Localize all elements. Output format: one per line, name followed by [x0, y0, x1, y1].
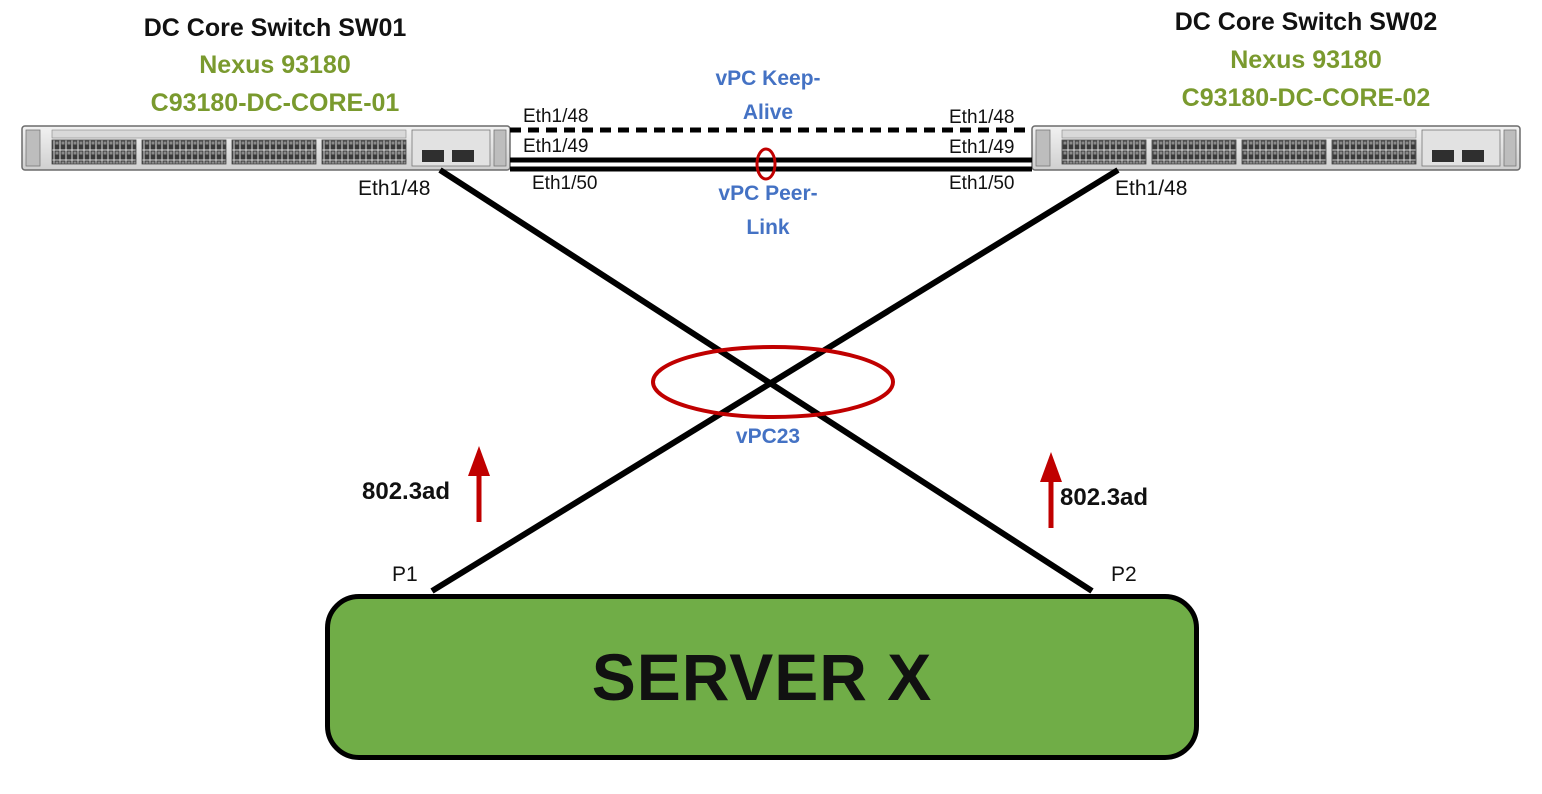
server-box: SERVER X	[325, 594, 1199, 760]
sw02-port-keepalive: Eth1/48	[949, 107, 1015, 128]
peerlink-label-line1: vPC Peer-	[718, 182, 818, 205]
sw01-port-peer-1: Eth1/49	[523, 136, 589, 157]
arrow-up-icon	[1040, 452, 1062, 528]
lacp-label-left: 802.3ad	[362, 478, 451, 505]
keepalive-label-line2: Alive	[742, 101, 794, 124]
switch-sw01-chassis	[21, 125, 511, 171]
peer-link-bundle-marker	[755, 147, 777, 181]
arrow-up-icon	[468, 446, 490, 522]
sw01-port-peer-2: Eth1/50	[532, 173, 598, 194]
sw02-model: Nexus 93180	[1230, 46, 1382, 74]
uplink-sw01-to-p2	[438, 167, 1094, 594]
switch-sw02-chassis	[1031, 125, 1521, 171]
keepalive-label-line1: vPC Keep-	[715, 67, 821, 90]
vpc23-label: vPC23	[735, 425, 801, 448]
sw01-hostname: C93180-DC-CORE-01	[150, 89, 400, 117]
sw02-title: DC Core Switch SW02	[1174, 8, 1438, 36]
sw02-port-peer-1: Eth1/49	[949, 137, 1015, 158]
server-port-p1: P1	[392, 563, 418, 586]
server-port-p2: P2	[1111, 563, 1137, 586]
server-label: SERVER X	[591, 640, 933, 714]
sw02-port-downlink: Eth1/48	[1115, 177, 1188, 200]
lacp-label-right: 802.3ad	[1060, 484, 1149, 511]
sw01-port-keepalive: Eth1/48	[523, 106, 589, 127]
sw01-port-downlink: Eth1/48	[358, 177, 431, 200]
vpc23-bundle-marker	[651, 345, 895, 419]
keepalive-label: vPC Keep- Alive	[688, 62, 848, 130]
peerlink-label: vPC Peer- Link	[688, 177, 848, 245]
uplink-sw02-to-p1	[430, 167, 1120, 594]
sw02-port-peer-2: Eth1/50	[949, 173, 1015, 194]
sw02-hostname: C93180-DC-CORE-02	[1181, 84, 1431, 112]
peerlink-label-line2: Link	[746, 216, 790, 239]
sw01-title: DC Core Switch SW01	[143, 14, 407, 42]
sw01-model: Nexus 93180	[199, 51, 351, 79]
